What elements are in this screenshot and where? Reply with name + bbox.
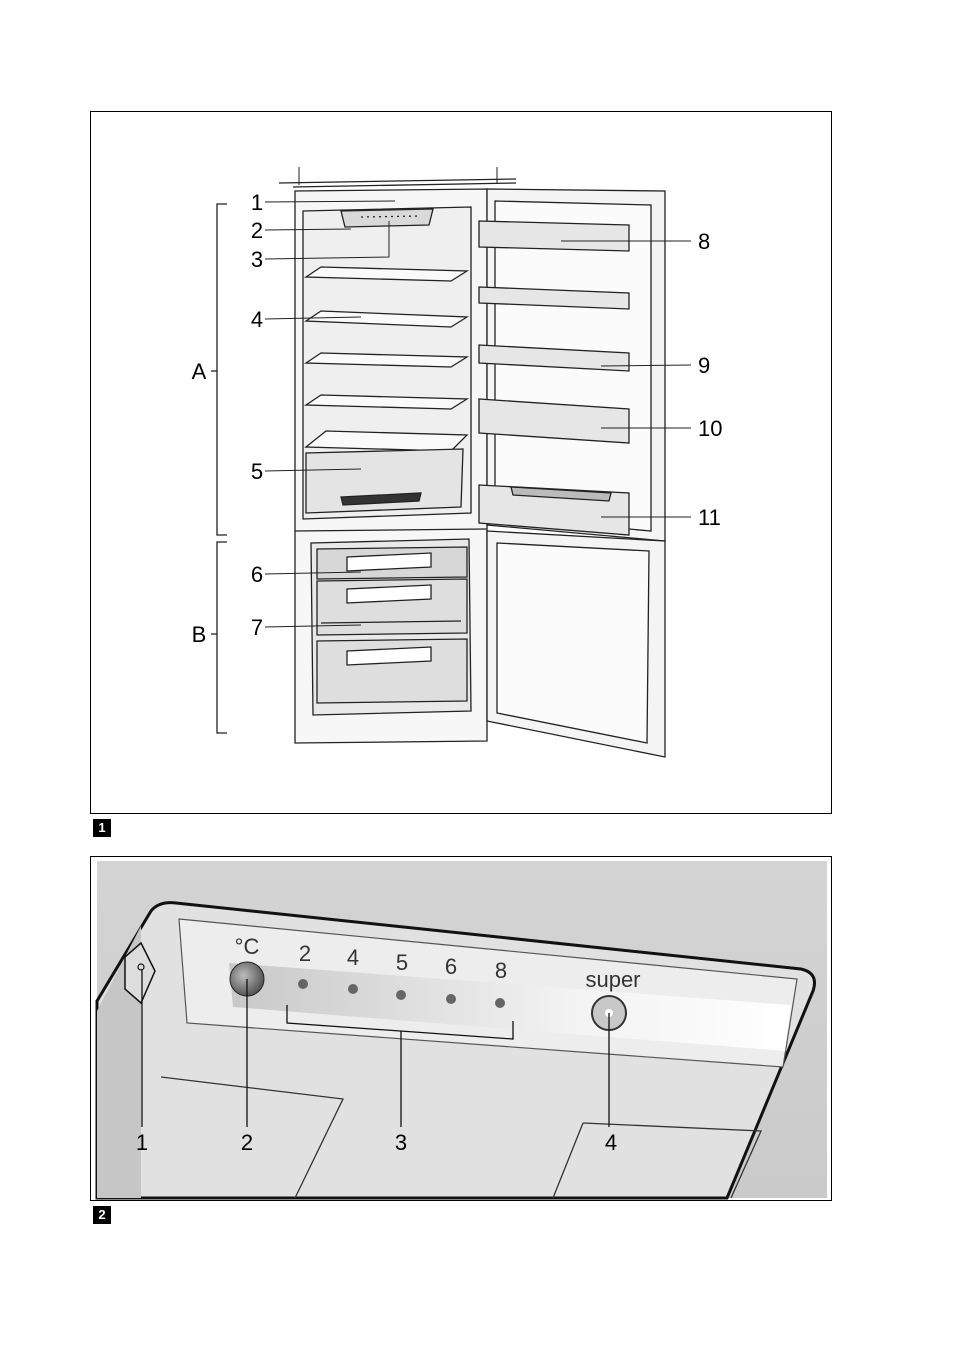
- callout-1: 1: [136, 1130, 148, 1155]
- level-label-5: 5: [396, 950, 408, 975]
- callout-9: 9: [698, 353, 710, 378]
- super-label: super: [585, 967, 640, 992]
- level-label-4: 4: [347, 945, 359, 970]
- callout-1: 1: [251, 190, 263, 215]
- figure-2-tag: 2: [93, 1206, 111, 1224]
- callout-2: 2: [241, 1130, 253, 1155]
- callout-3: 3: [395, 1130, 407, 1155]
- callout-6: 6: [251, 562, 263, 587]
- callout-7: 7: [251, 615, 263, 640]
- label-group-b: B: [192, 622, 207, 647]
- unit-label: °C: [235, 934, 260, 959]
- callout-4: 4: [605, 1130, 617, 1155]
- callout-3: 3: [251, 247, 263, 272]
- callout-4: 4: [251, 307, 263, 332]
- figure-1-tag: 1: [93, 819, 111, 837]
- figure-1-panel: A B 1 2 3 4 5 6 7 8 9 10 11: [90, 111, 832, 814]
- callout-5: 5: [251, 459, 263, 484]
- level-label-2: 2: [299, 941, 311, 966]
- control-panel-illustration: °C 2 4 5 6 8 super 1 2 3 4: [91, 857, 833, 1202]
- callout-10: 10: [698, 416, 722, 441]
- callout-11: 11: [698, 505, 721, 530]
- callout-8: 8: [698, 229, 710, 254]
- level-label-8: 8: [495, 958, 507, 983]
- fridge-illustration: A B 1 2 3 4 5 6 7 8 9 10 11: [91, 112, 833, 815]
- callout-2: 2: [251, 218, 263, 243]
- label-group-a: A: [192, 359, 207, 384]
- level-label-6: 6: [445, 954, 457, 979]
- figure-2-panel: °C 2 4 5 6 8 super 1 2 3 4: [90, 856, 832, 1201]
